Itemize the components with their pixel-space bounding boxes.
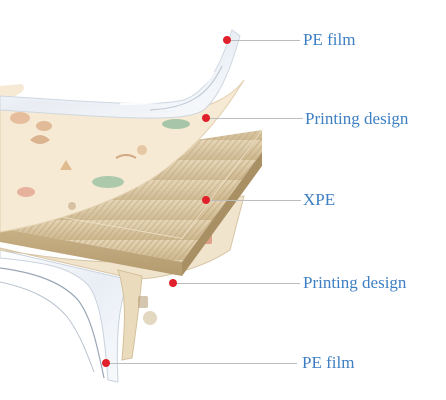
marker-printing-design-top — [202, 114, 210, 122]
layer-label-pe-film-top: PE film — [303, 30, 356, 49]
layer-label-pe-film-bottom: PE film — [302, 353, 355, 372]
marker-printing-design-bottom — [169, 279, 177, 287]
leader-line-printing-design-top — [207, 118, 303, 119]
layer-label-xpe: XPE — [303, 190, 336, 209]
marker-xpe — [202, 196, 210, 204]
marker-pe-film-bottom — [102, 359, 110, 367]
layer-label-printing-design-bottom: Printing design — [303, 273, 407, 292]
xpe-core-top — [0, 130, 262, 262]
leader-line-pe-film-top — [228, 40, 300, 41]
xpe-core-edge — [0, 228, 182, 276]
bottom-pe-film — [0, 249, 131, 383]
leader-line-pe-film-bottom — [107, 363, 297, 364]
leader-line-printing-design-bottom — [174, 283, 300, 284]
layer-label-printing-design-top: Printing design — [305, 109, 409, 128]
marker-pe-film-top — [223, 36, 231, 44]
leader-line-xpe — [207, 200, 301, 201]
